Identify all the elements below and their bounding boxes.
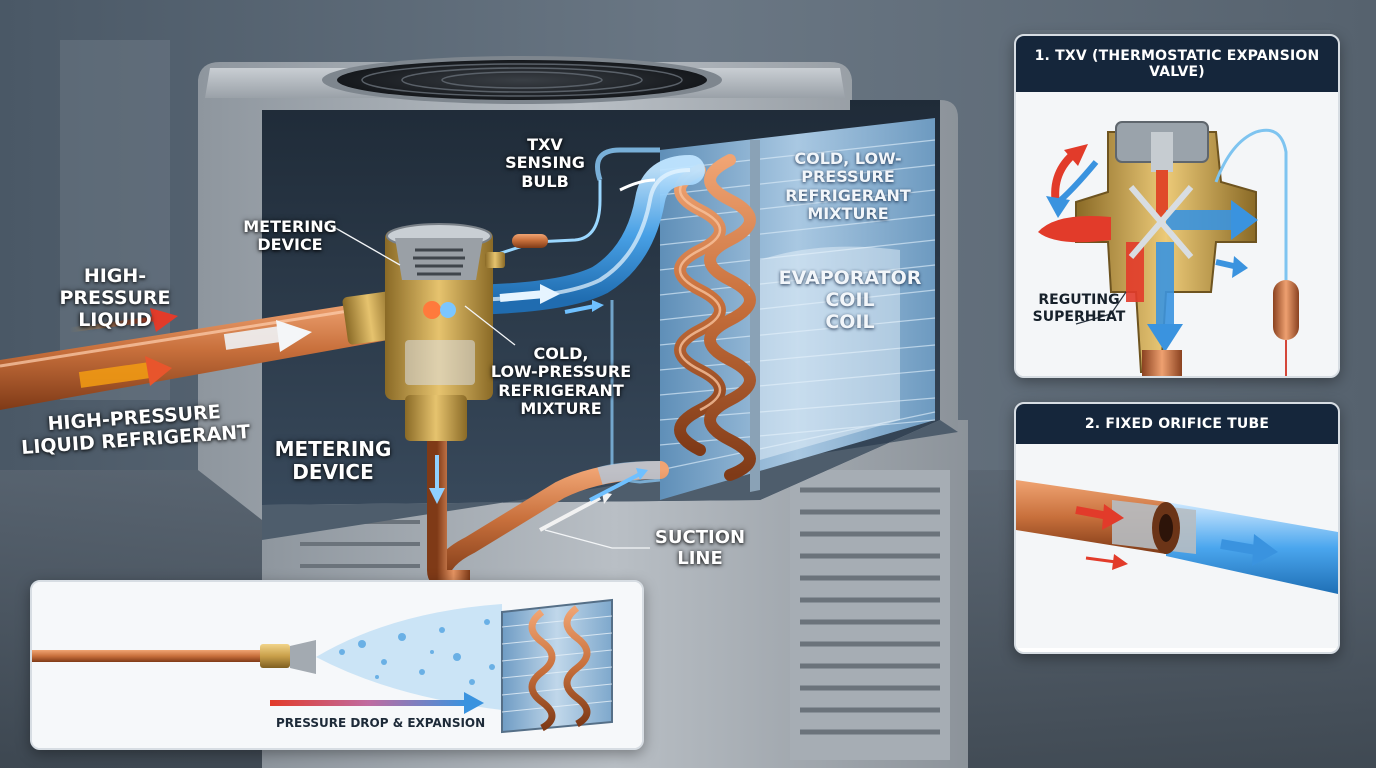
leader-lines — [324, 221, 650, 549]
panel-txv-title: 1. TXV (THERMOSTATIC EXPANSION VALVE) — [1016, 36, 1338, 92]
orifice-illustration — [1016, 444, 1338, 648]
panel-orifice-title: 2. FIXED ORIFICE TUBE — [1016, 404, 1338, 444]
panel-pressure-drop: PRESSURE DROP & EXPANSION — [30, 580, 644, 750]
cabinet-louvers — [300, 470, 950, 760]
panel-orifice: 2. FIXED ORIFICE TUBE — [1014, 402, 1340, 654]
txv-illustration — [1016, 92, 1338, 376]
pressure-drop-caption: PRESSURE DROP & EXPANSION — [276, 716, 486, 730]
panel-txv: 1. TXV (THERMOSTATIC EXPANSION VALVE) — [1014, 34, 1340, 378]
metering-device-icon — [385, 223, 505, 441]
evaporator-coil — [659, 118, 936, 500]
flow-arrows — [69, 178, 656, 532]
pressure-drop-illustration — [32, 582, 642, 748]
sensing-bulb-icon — [512, 234, 548, 248]
fan-grille — [337, 60, 707, 100]
outlet-pipe — [427, 440, 470, 590]
